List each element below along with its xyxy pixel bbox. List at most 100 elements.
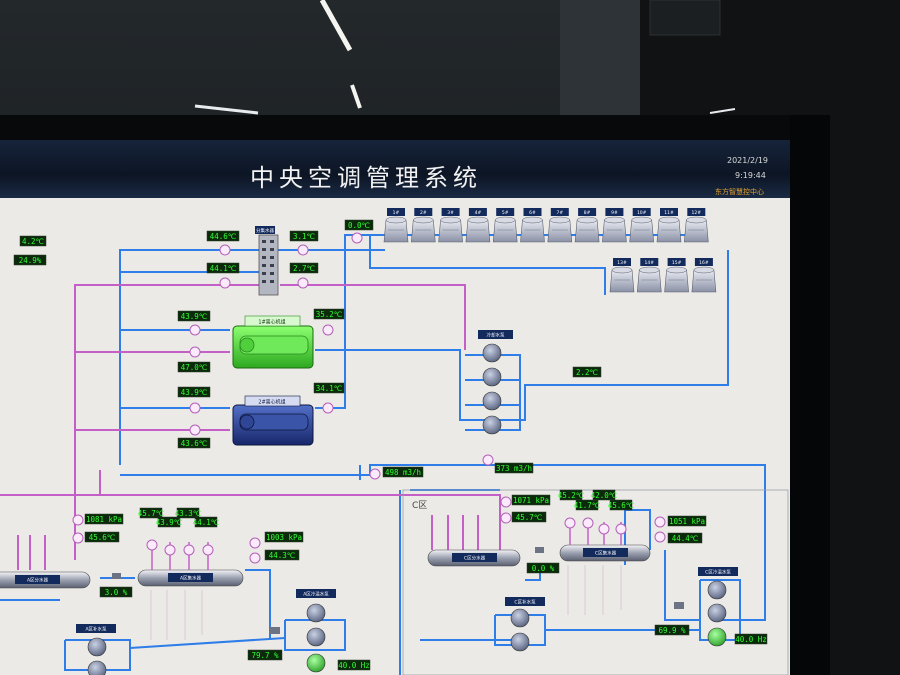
cooling-tower-14[interactable]: 14#: [636, 258, 662, 293]
zone-c-pump-pct-value: 69.9 %: [658, 626, 686, 635]
cooling-tower-label: 11#: [664, 210, 674, 216]
sensor-point[interactable]: [654, 531, 666, 543]
header-readout-4: 44.1℃: [206, 262, 240, 274]
sensor-point[interactable]: [72, 532, 84, 544]
zone-a-temp2-value: 44.3℃: [269, 551, 296, 560]
cooling-pump-1[interactable]: [482, 343, 502, 363]
cooling-pump-group-label: 冷却水泵: [487, 332, 505, 339]
sensor-point[interactable]: [297, 277, 309, 289]
chiller-1[interactable]: 1#离心机组: [232, 315, 314, 369]
cooling-tower-label: 5#: [502, 210, 509, 216]
cooling-tower-11[interactable]: 11#: [656, 208, 682, 243]
scada-screen: 中央空调管理系统 2021/2/19 9:19:44 东方智慧控中心: [0, 140, 790, 675]
cooling-tower-12[interactable]: 12#: [683, 208, 709, 243]
zone-a-pressure1: 1081 kPa: [84, 513, 124, 525]
cooling-tower-15[interactable]: 15#: [664, 258, 689, 293]
zone-a-circ-pump-3-running[interactable]: [306, 653, 326, 673]
zone-c-pump-pct: 69.9 %: [654, 624, 690, 636]
cooling-tower-7[interactable]: 7#: [547, 208, 573, 243]
sensor-point[interactable]: [189, 324, 201, 336]
background-sign: [649, 0, 721, 36]
sensor-point[interactable]: [369, 468, 381, 480]
sensor-point[interactable]: [582, 517, 594, 529]
sensor-point[interactable]: [564, 517, 576, 529]
sensor-point[interactable]: [249, 537, 261, 549]
zone-a-makeup-pump-2[interactable]: [87, 660, 107, 675]
zone-a-pump-pct: 79.7 %: [247, 649, 283, 661]
cooling-tower-10[interactable]: 10#: [629, 208, 655, 243]
cooling-tower-label: 8#: [584, 210, 591, 216]
zone-a-makeup-pump-1[interactable]: [87, 637, 107, 657]
water-header: 分集水器: [255, 226, 279, 296]
cooling-pump-4[interactable]: [482, 415, 502, 435]
cooling-pump-3[interactable]: [482, 391, 502, 411]
zone-a-valve-value: 3.0 %: [105, 588, 128, 597]
zone-c-makeup-pump-2[interactable]: [510, 632, 530, 652]
cooling-tower-5[interactable]: 5#: [492, 208, 518, 243]
title-bar: 中央空调管理系统 2021/2/19 9:19:44 东方智慧控中心: [0, 140, 790, 198]
sensor-point[interactable]: [297, 244, 309, 256]
sensor-point[interactable]: [482, 454, 494, 466]
monitor-bezel-right: [790, 115, 830, 675]
cooling-tower-4[interactable]: 4#: [465, 208, 491, 243]
zone-c-makeup-pump-1[interactable]: [510, 608, 530, 628]
sensor-point[interactable]: [351, 232, 363, 244]
sensor-point[interactable]: [164, 544, 176, 556]
zone-c-frame: [402, 489, 789, 675]
sensor-point[interactable]: [202, 544, 214, 556]
chiller-2[interactable]: 2#离心机组: [232, 395, 314, 446]
sensor-point[interactable]: [598, 523, 610, 535]
cooling-pump-2[interactable]: [482, 367, 502, 387]
cooling-tower-label: 1#: [393, 210, 400, 216]
cooling-tower-3[interactable]: 3#: [438, 208, 463, 243]
zone-a-temp1-value: 45.6℃: [89, 533, 116, 542]
cooling-pump-temp: 2.2℃: [572, 366, 602, 378]
sensor-point[interactable]: [654, 516, 666, 528]
chiller2-out-right: 34.1℃: [313, 382, 345, 394]
sensor-point[interactable]: [219, 277, 231, 289]
left-temp-readout: 4.2℃: [19, 235, 47, 247]
cooling-tower-2[interactable]: 2#: [410, 208, 436, 243]
zone-c-distributor-label: C区分水器: [464, 555, 486, 562]
zone-c-makeup-label: C区补水泵: [514, 599, 536, 606]
cooling-tower-16[interactable]: 16#: [691, 258, 717, 293]
sensor-point[interactable]: [146, 539, 158, 551]
zone-a-t1: 45.7℃: [138, 507, 165, 519]
zone-a-pump-pct-value: 79.7 %: [251, 651, 279, 660]
left-humidity-readout-value: 24.9%: [19, 256, 42, 265]
sensor-point[interactable]: [322, 324, 334, 336]
zone-a-circ-pump-1[interactable]: [306, 603, 326, 623]
zone-a-circ-pump-2[interactable]: [306, 627, 326, 647]
zone-a-t3: 43.3℃: [175, 507, 202, 519]
cooling-tower-6[interactable]: 6#: [520, 208, 545, 243]
zone-c-circ-pump-3-running[interactable]: [707, 627, 727, 647]
zone-c-t3-value: 42.0℃: [591, 491, 618, 500]
left-humidity-readout: 24.9%: [13, 254, 47, 266]
zone-a-pressure2-value: 1003 kPa: [266, 533, 302, 542]
cooling-tower-1[interactable]: 1#: [383, 208, 409, 243]
time-display: 9:19:44: [735, 171, 766, 180]
sensor-point[interactable]: [183, 544, 195, 556]
sensor-point[interactable]: [249, 552, 261, 564]
zone-c-freq-value: 40.0 Hz: [735, 635, 767, 644]
sensor-point[interactable]: [615, 523, 627, 535]
zone-c-circ-pump-1[interactable]: [707, 580, 727, 600]
sensor-point[interactable]: [500, 496, 512, 508]
zone-c-circ-pump-2[interactable]: [707, 603, 727, 623]
sensor-point[interactable]: [322, 402, 334, 414]
sensor-point[interactable]: [189, 346, 201, 358]
zone-a-freq: 40.0 Hz: [337, 659, 371, 671]
header-readout-2: 3.1℃: [289, 230, 319, 242]
sensor-point[interactable]: [219, 244, 231, 256]
zone-a-valve: 3.0 %: [99, 586, 133, 598]
cooling-tower-13[interactable]: 13#: [609, 258, 635, 293]
cooling-tower-8[interactable]: 8#: [574, 208, 600, 243]
zone-a-pressure1-value: 1081 kPa: [86, 515, 122, 524]
sensor-point[interactable]: [189, 402, 201, 414]
header-readout-5: 2.7℃: [289, 262, 319, 274]
chiller-2-label: 2#离心机组: [258, 399, 285, 406]
sensor-point[interactable]: [500, 512, 512, 524]
cooling-tower-9[interactable]: 9#: [602, 208, 627, 243]
sensor-point[interactable]: [72, 514, 84, 526]
sensor-point[interactable]: [189, 424, 201, 436]
